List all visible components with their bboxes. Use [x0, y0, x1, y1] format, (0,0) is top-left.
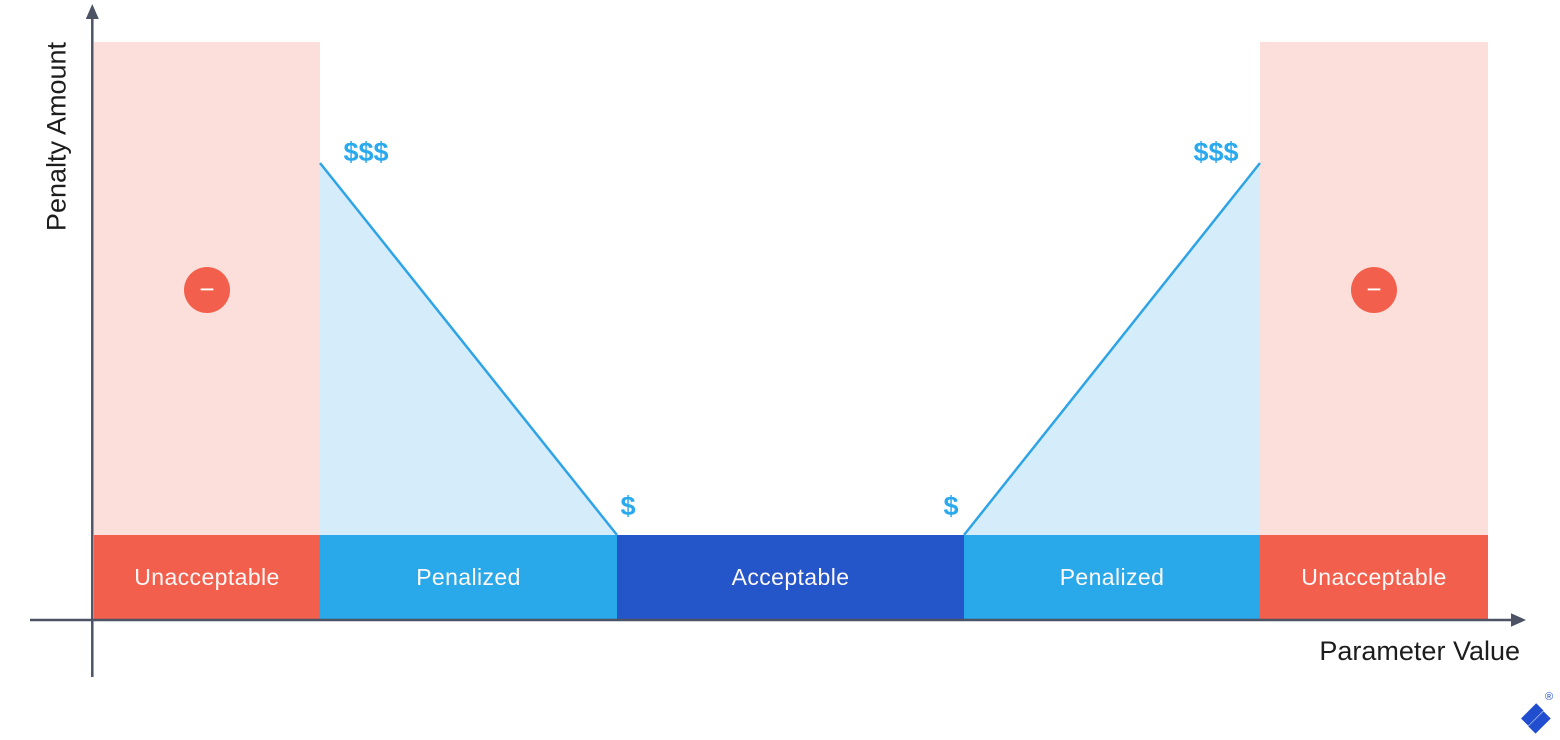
penalty-line-left — [319, 162, 618, 536]
penalty-low-annotation-left: $ — [620, 491, 636, 521]
zone-label-penalized-right: Penalized — [1059, 564, 1165, 590]
y-axis-arrow-icon — [85, 4, 99, 19]
penalty-line-right — [963, 162, 1261, 536]
zone-band-penalized-left: Penalized — [320, 535, 617, 620]
zone-label-acceptable: Acceptable — [731, 564, 850, 590]
zone-label-unacceptable-right: Unacceptable — [1301, 564, 1447, 590]
rejected-badge-left: − — [184, 267, 230, 313]
zone-label-unacceptable-left: Unacceptable — [134, 564, 280, 590]
toptal-logo-icon — [1521, 703, 1551, 734]
x-axis-label: Parameter Value — [1319, 636, 1520, 666]
zone-band-unacceptable-left: Unacceptable — [94, 535, 320, 620]
minus-icon: − — [199, 274, 215, 304]
y-axis-label: Penalty Amount — [41, 41, 72, 232]
penalty-high-annotation-left: $$$ — [343, 137, 389, 167]
minus-icon: − — [1366, 274, 1382, 304]
penalty-high-annotation-right: $$$ — [1193, 137, 1239, 167]
zone-label-penalized-left: Penalized — [416, 564, 521, 590]
zone-band-acceptable: Acceptable — [617, 535, 964, 620]
zone-band-penalized-right: Penalized — [964, 535, 1260, 620]
penalty-triangle-right — [964, 163, 1260, 535]
penalty-triangle-left — [320, 163, 617, 535]
rejected-badge-right: − — [1351, 267, 1397, 313]
x-axis-arrow-icon — [1511, 613, 1526, 627]
registered-trademark-icon: ® — [1545, 691, 1554, 703]
penalty-low-annotation-right: $ — [943, 491, 959, 521]
zone-band-unacceptable-right: Unacceptable — [1260, 535, 1488, 620]
